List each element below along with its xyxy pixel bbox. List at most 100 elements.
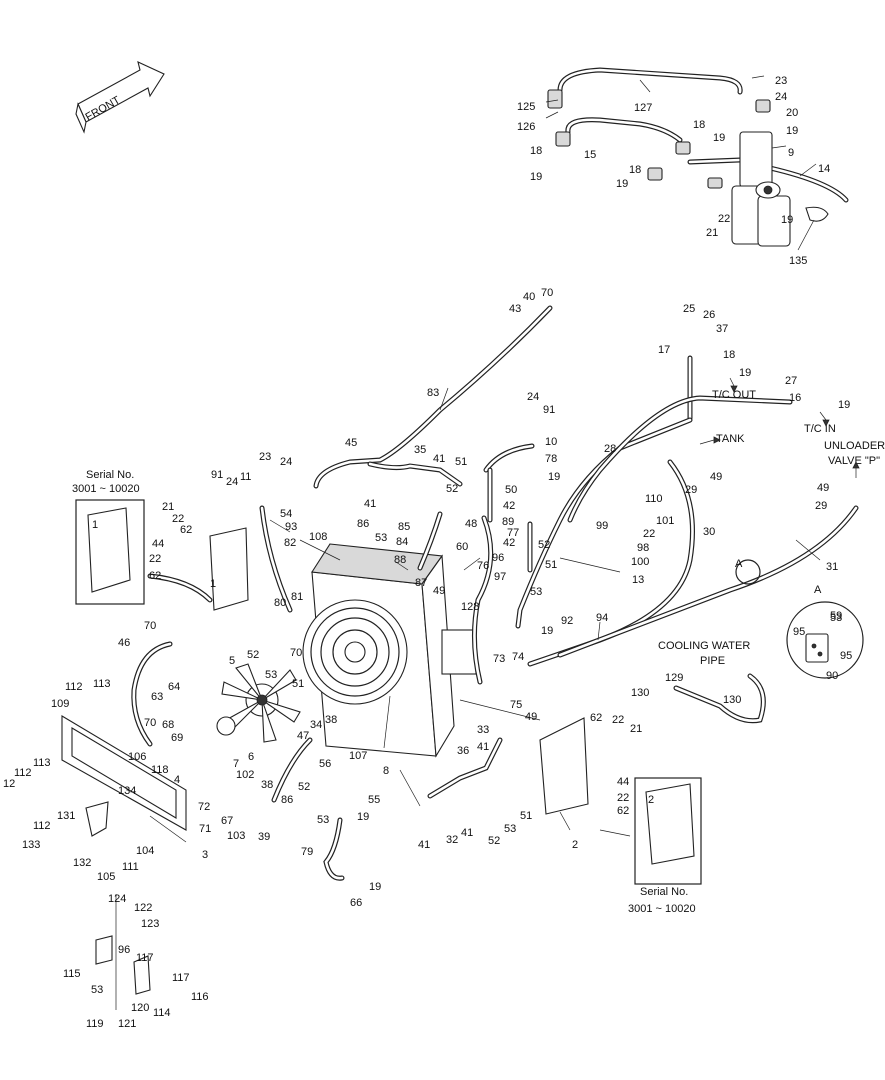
part-number-43: 43: [509, 303, 521, 315]
part-number-80: 80: [274, 597, 286, 609]
part-number-62: 62: [590, 712, 602, 724]
part-number-91: 91: [211, 469, 223, 481]
part-number-10: 10: [545, 436, 557, 448]
part-number-36: 36: [457, 745, 469, 757]
part-number-106: 106: [128, 751, 146, 763]
part-number-39: 39: [258, 831, 270, 843]
part-number-53: 53: [91, 984, 103, 996]
part-number-23: 23: [775, 75, 787, 87]
part-number-96: 96: [118, 944, 130, 956]
part-number-18: 18: [723, 349, 735, 361]
part-number-44: 44: [617, 776, 629, 788]
part-number-72: 72: [198, 801, 210, 813]
part-number-19: 19: [548, 471, 560, 483]
part-number-122: 122: [134, 902, 152, 914]
filter-assembly: [547, 67, 849, 247]
part-number-73: 73: [493, 653, 505, 665]
part-number-119: 119: [86, 1018, 104, 1030]
part-number-70: 70: [144, 620, 156, 632]
part-number-105: 105: [97, 871, 115, 883]
part-number-22: 22: [718, 213, 730, 225]
tank-label: TANK: [716, 433, 745, 445]
part-number-115: 115: [63, 968, 81, 980]
part-callouts: 2324201912712512615181918199141819222119…: [3, 75, 852, 1030]
part-number-132: 132: [73, 857, 91, 869]
part-number-9: 9: [788, 147, 794, 159]
pipes: [367, 461, 766, 799]
part-number-11: 11: [240, 471, 251, 483]
part-number-112: 112: [65, 681, 83, 693]
part-number-71: 71: [199, 823, 211, 835]
part-number-24: 24: [527, 391, 539, 403]
part-number-50: 50: [505, 484, 517, 496]
part-number-129: 129: [665, 672, 683, 684]
unloader-line2: VALVE "P": [828, 455, 880, 467]
part-number-99: 99: [596, 520, 608, 532]
part-number-111: 111: [122, 861, 139, 873]
flow-arrows: [699, 377, 860, 478]
part-number-117: 117: [172, 972, 190, 984]
part-number-107: 107: [349, 750, 367, 762]
tc-in-label: T/C IN: [804, 423, 836, 435]
serial-left-line2: 3001 ~ 10020: [72, 483, 140, 495]
part-number-55: 55: [368, 794, 380, 806]
part-number-38: 38: [261, 779, 273, 791]
part-number-49: 49: [525, 711, 537, 723]
part-number-51: 51: [545, 559, 557, 571]
part-number-60: 60: [456, 541, 468, 553]
serial-right-line1: Serial No.: [640, 886, 688, 898]
part-number-67: 67: [221, 815, 233, 827]
part-number-45: 45: [345, 437, 357, 449]
part-number-97: 97: [494, 571, 506, 583]
serial-left-line1: Serial No.: [86, 469, 134, 481]
part-number-63: 63: [151, 691, 163, 703]
part-number-125: 125: [517, 101, 535, 113]
notes: Serial No. 3001 ~ 10020 Serial No. 3001 …: [72, 389, 885, 915]
part-number-22: 22: [617, 792, 629, 804]
part-number-130: 130: [723, 694, 741, 706]
part-number-130: 130: [631, 687, 649, 699]
part-number-18: 18: [693, 119, 705, 131]
part-number-19: 19: [739, 367, 751, 379]
part-number-49: 49: [433, 585, 445, 597]
part-number-6: 6: [248, 751, 254, 763]
part-number-19: 19: [781, 214, 793, 226]
part-number-89: 89: [502, 516, 514, 528]
part-number-21: 21: [630, 723, 642, 735]
tc-out-label: T/C OUT: [712, 389, 756, 401]
part-number-22: 22: [612, 714, 624, 726]
cooling-line2: PIPE: [700, 655, 725, 667]
part-number-131: 131: [57, 810, 75, 822]
part-number-31: 31: [826, 561, 838, 573]
part-number-54: 54: [280, 508, 292, 520]
part-number-85: 85: [398, 521, 410, 533]
part-number-19: 19: [616, 178, 628, 190]
unloader-line1: UNLOADER: [824, 440, 885, 452]
part-number-109: 109: [51, 698, 69, 710]
part-number-41: 41: [364, 498, 376, 510]
part-number-118: 118: [151, 764, 169, 776]
part-number-22: 22: [149, 553, 161, 565]
part-number-53: 53: [830, 612, 842, 624]
part-number-66: 66: [350, 897, 362, 909]
serial-right-line2: 3001 ~ 10020: [628, 903, 696, 915]
part-number-15: 15: [584, 149, 596, 161]
part-number-62: 62: [617, 805, 629, 817]
part-number-127: 127: [634, 102, 652, 114]
part-number-103: 103: [227, 830, 245, 842]
fan-shroud: [302, 599, 408, 705]
part-number-133: 133: [22, 839, 40, 851]
part-number-51: 51: [455, 456, 467, 468]
part-number-70: 70: [144, 717, 156, 729]
part-number-112: 112: [14, 767, 32, 779]
part-number-104: 104: [136, 845, 154, 857]
part-number-52: 52: [298, 781, 310, 793]
part-number-2: 2: [648, 794, 654, 806]
part-number-56: 56: [319, 758, 331, 770]
part-number-114: 114: [153, 1007, 171, 1019]
part-number-113: 113: [33, 757, 51, 769]
part-number-128: 128: [461, 601, 479, 613]
part-number-64: 64: [168, 681, 180, 693]
part-number-24: 24: [226, 476, 238, 488]
